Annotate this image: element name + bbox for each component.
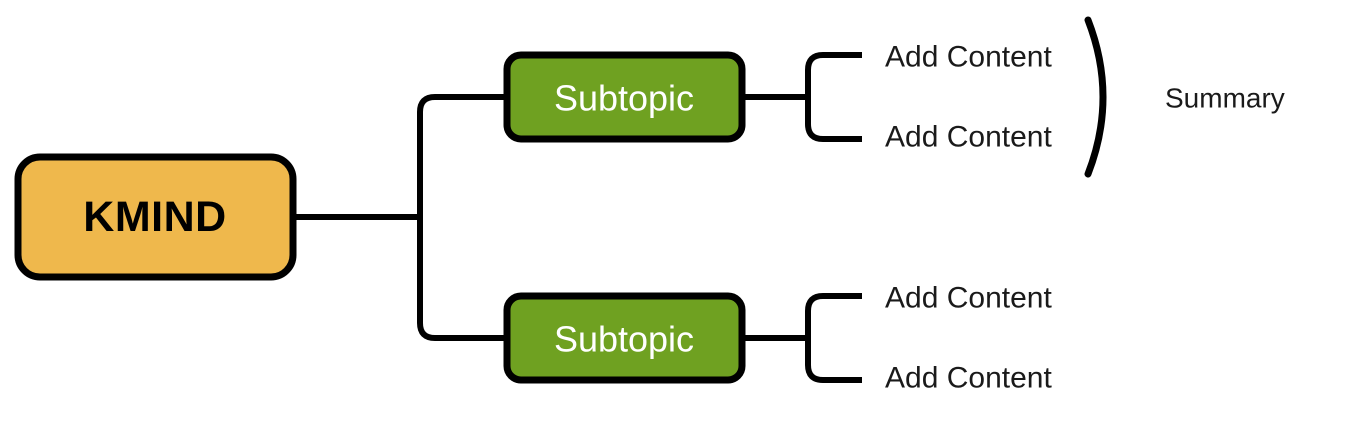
connector-spine-upper bbox=[417, 94, 507, 217]
branch-node-2-box[interactable] bbox=[503, 292, 746, 384]
branch-node-2-label: Subtopic bbox=[554, 319, 694, 360]
bracket-branch-1 bbox=[805, 52, 862, 142]
summary-label[interactable]: Summary bbox=[1165, 83, 1285, 114]
branch-node-2[interactable]: Subtopic bbox=[503, 292, 746, 384]
leaf-branch-2-item-1[interactable]: Add Content bbox=[885, 282, 1052, 315]
bracket-branch-2 bbox=[805, 293, 862, 383]
central-node[interactable]: KMIND bbox=[14, 153, 297, 281]
connector-layer bbox=[293, 16, 1107, 383]
branch-node-1[interactable]: Subtopic bbox=[503, 51, 746, 143]
connector-spine-lower bbox=[417, 217, 507, 341]
summary-brace-icon bbox=[1084, 16, 1107, 178]
leaf-branch-1-item-1[interactable]: Add Content bbox=[885, 41, 1052, 74]
central-node-box[interactable] bbox=[14, 153, 297, 281]
leaf-branch-1-item-2[interactable]: Add Content bbox=[885, 121, 1052, 154]
branch-node-1-label: Subtopic bbox=[554, 78, 694, 119]
branch-node-1-box[interactable] bbox=[503, 51, 746, 143]
leaf-branch-2-item-2[interactable]: Add Content bbox=[885, 362, 1052, 395]
central-node-label: KMIND bbox=[83, 193, 226, 241]
